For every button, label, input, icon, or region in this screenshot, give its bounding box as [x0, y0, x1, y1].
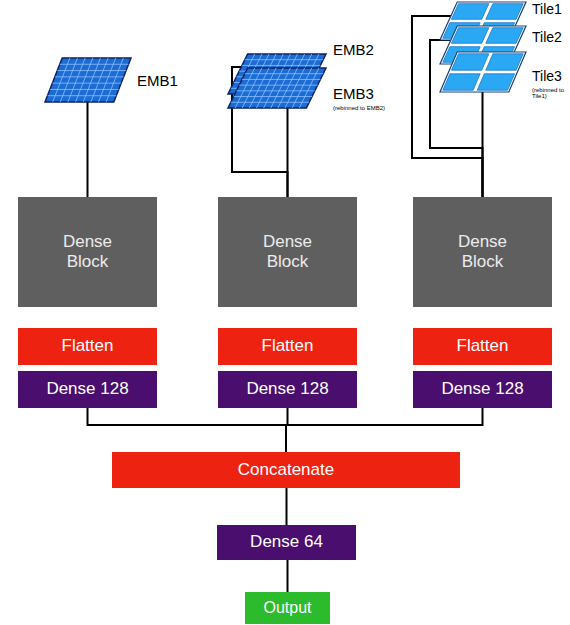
dense-layer: Dense 64: [217, 525, 356, 560]
tile-cell: [451, 28, 488, 44]
connector-line: [88, 408, 287, 452]
embedding-grid: [228, 68, 326, 108]
input-note: (rebinned to Tile1): [532, 87, 570, 100]
connector-line: [286, 488, 288, 525]
layer-label: Dense Block: [248, 232, 328, 273]
connector-line: [286, 408, 483, 452]
grid-line: [47, 95, 116, 96]
concatenate-layer: Concatenate: [112, 452, 460, 488]
dense-layer: Dense 128: [413, 371, 552, 408]
dense-block: Dense Block: [218, 197, 357, 307]
connector-line: [287, 108, 289, 197]
tile-cell: [443, 74, 480, 90]
embedding-grid: [45, 58, 131, 102]
layer-label: Flatten: [262, 336, 314, 356]
dense-layer: Dense 128: [18, 371, 157, 408]
tile-grid: [440, 52, 526, 92]
grid-panel: [45, 58, 131, 102]
input-name: Tile1: [532, 2, 562, 17]
grid-line: [234, 96, 312, 97]
input-name: EMB3: [333, 86, 374, 102]
connector-line: [482, 92, 484, 197]
dense-block: Dense Block: [18, 197, 157, 307]
layer-label: Output: [263, 598, 311, 617]
connector-line: [287, 560, 289, 592]
tile-cell: [486, 4, 523, 20]
layer-label: Dense 128: [246, 379, 328, 399]
layer-label: Concatenate: [238, 460, 334, 480]
layer-label: Dense 64: [250, 532, 323, 552]
grid-panel: [228, 68, 326, 108]
flatten-layer: Flatten: [218, 328, 357, 365]
output-layer: Output: [245, 592, 330, 624]
layer-label: Flatten: [62, 336, 114, 356]
grid-line: [55, 76, 124, 77]
connector-line: [87, 102, 89, 197]
embedding-panel: EMB1: [45, 58, 131, 102]
grid-line: [242, 79, 320, 80]
input-name: EMB1: [137, 73, 178, 89]
flatten-layer: Flatten: [413, 328, 552, 365]
dense-layer: Dense 128: [218, 371, 357, 408]
grid-line: [236, 90, 314, 91]
layer-label: Dense Block: [48, 232, 128, 273]
tile-frame: [440, 52, 526, 92]
flatten-layer: Flatten: [18, 328, 157, 365]
grid-line: [242, 65, 320, 66]
input-name: EMB2: [333, 42, 374, 58]
grid-line: [231, 102, 309, 103]
tile-cell: [477, 74, 514, 90]
tile-cell: [486, 28, 523, 44]
grid-line: [245, 59, 323, 60]
tile-panel: Tile3(rebinned to Tile1): [440, 52, 526, 92]
layer-label: Dense 128: [46, 379, 128, 399]
tile-cell: [451, 4, 488, 20]
grid-line: [57, 70, 126, 71]
embedding-panel: EMB3(rebinned to EMB2): [228, 68, 326, 108]
layer-label: Flatten: [457, 336, 509, 356]
grid-line: [60, 64, 129, 65]
grid-line: [245, 73, 323, 74]
tile-cell: [486, 54, 523, 70]
input-note: (rebinned to EMB2): [333, 105, 385, 111]
tile-cell: [451, 54, 488, 70]
input-name: Tile3: [532, 69, 562, 84]
layer-label: Dense 128: [441, 379, 523, 399]
grid-line: [50, 89, 119, 90]
layer-label: Dense Block: [443, 232, 523, 273]
grid-line: [52, 83, 121, 84]
input-name: Tile2: [532, 30, 562, 45]
grid-line: [239, 85, 317, 86]
dense-block: Dense Block: [413, 197, 552, 307]
